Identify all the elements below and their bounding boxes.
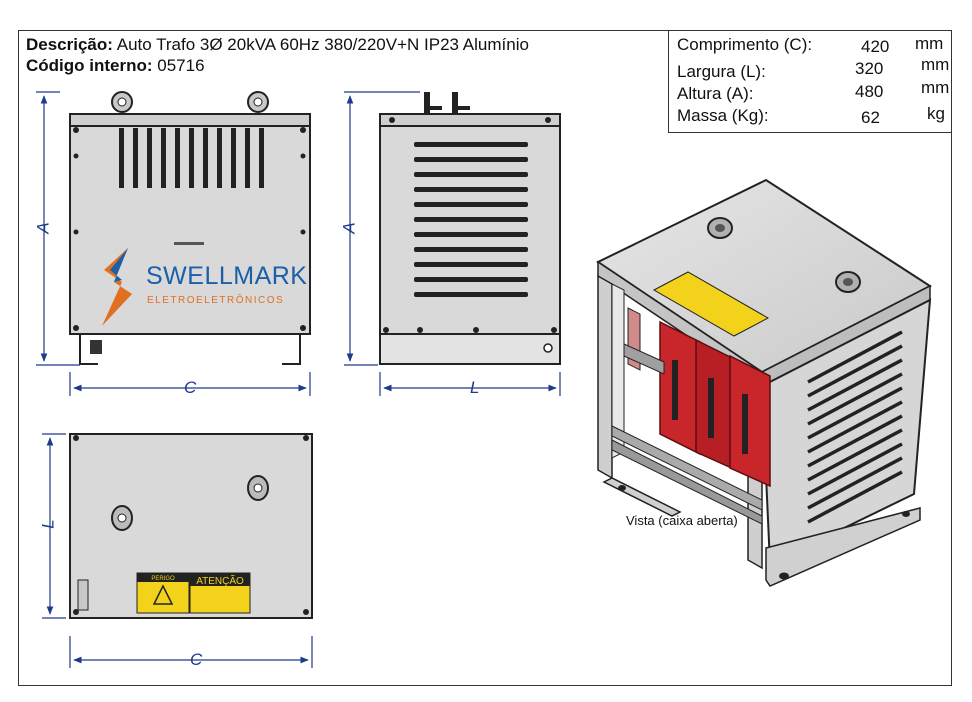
- side-view: [379, 92, 561, 365]
- warning-label-left: PERIGO: [151, 576, 175, 582]
- spec-label-mass: Massa (Kg):: [677, 106, 769, 125]
- brand-tagline: ELETROELETRÔNICOS: [147, 295, 285, 306]
- dim-label-front-width: C: [184, 378, 197, 397]
- specs-table: Comprimento (C): 420 mm Largura (L): 320…: [668, 30, 952, 133]
- description-block: Descrição: Auto Trafo 3Ø 20kVA 60Hz 380/…: [26, 34, 529, 76]
- warning-label-right: ATENÇÃO: [196, 574, 244, 587]
- spec-label-height: Altura (A):: [677, 84, 754, 103]
- description-label: Descrição:: [26, 35, 113, 54]
- coil-assembly: [623, 307, 771, 488]
- description-value: Auto Trafo 3Ø 20kVA 60Hz 380/220V+N IP23…: [116, 35, 529, 54]
- spec-value-mass: 62: [861, 108, 880, 127]
- dim-label-side-width: L: [470, 378, 480, 397]
- spec-label-width: Largura (L):: [677, 62, 766, 81]
- brand-logo-icon: [102, 248, 132, 326]
- isometric-view: [596, 178, 932, 587]
- internal-code-value: 05716: [157, 56, 205, 75]
- front-dimensions: [36, 91, 311, 396]
- dim-label-side-height: A: [339, 222, 359, 234]
- brand-name: SWELLMARK: [146, 262, 308, 290]
- spec-unit-mass: kg: [927, 104, 945, 123]
- spec-value-height: 480: [855, 82, 884, 101]
- spec-label-length: Comprimento (C):: [677, 35, 813, 54]
- spec-value-length: 420: [861, 37, 890, 56]
- dim-label-top-width: C: [190, 650, 203, 669]
- isometric-caption: Vista (caixa aberta): [626, 513, 738, 528]
- top-dimensions: [42, 433, 313, 668]
- side-dimensions: [344, 91, 561, 396]
- internal-code-label: Código interno:: [26, 56, 153, 75]
- spec-unit-height: mm: [921, 78, 950, 97]
- spec-unit-width: mm: [921, 55, 950, 74]
- top-view: ATENÇÃO PERIGO: [69, 433, 313, 619]
- drawing-frame: [18, 30, 952, 686]
- dim-label-top-depth: L: [38, 519, 58, 529]
- spec-value-width: 320: [855, 59, 884, 78]
- dim-label-front-height: A: [33, 222, 53, 234]
- spec-unit-length: mm: [915, 34, 944, 53]
- front-view: [69, 91, 311, 365]
